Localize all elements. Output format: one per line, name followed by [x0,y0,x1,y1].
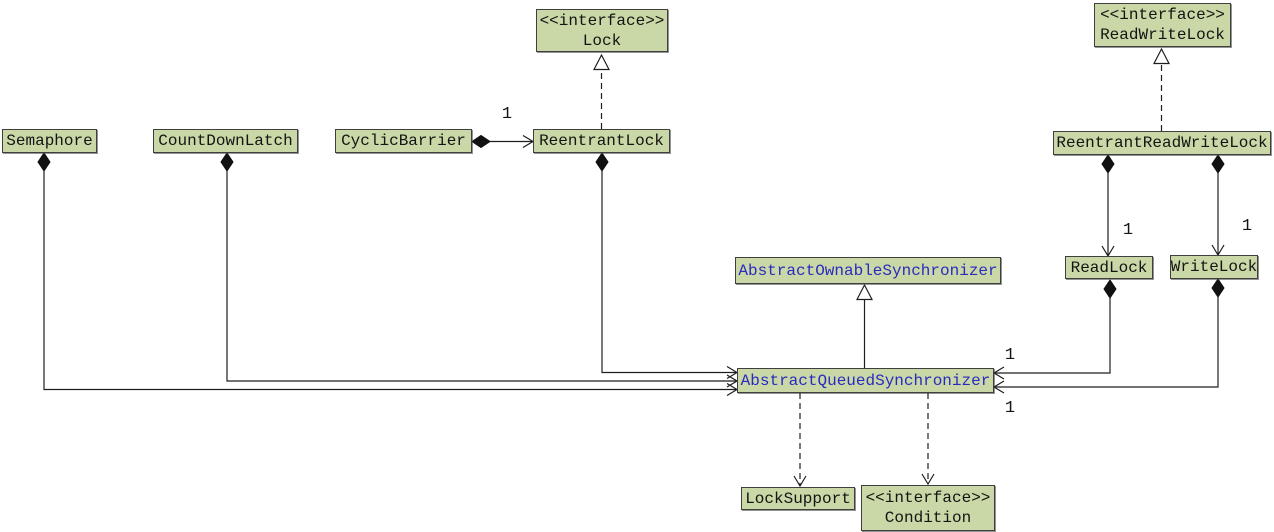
edge-semaphore-composes-aqs [37,152,739,397]
class-box-countdownlatch: CountDownLatch [153,129,298,153]
class-box-lock: <<interface>> Lock [536,9,668,52]
class-name: ReentrantLock [539,132,664,150]
class-name: LockSupport [745,489,851,508]
multiplicity-label-rrwl-readlock: 1 [1122,221,1134,240]
class-name: ReentrantReadWriteLock [1056,134,1268,152]
multiplicity-label-readlock-aqs: 1 [1004,346,1016,365]
class-box-abstractownablesynchronizer: AbstractOwnableSynchronizer [735,257,1001,284]
class-name: Lock [582,31,622,50]
class-box-readwritelock: <<interface>> ReadWriteLock [1094,3,1231,47]
stereotype-label: <<interface>> [1100,6,1225,24]
class-name: CyclicBarrier [341,132,466,150]
class-box-cyclicbarrier: CyclicBarrier [335,129,472,153]
class-name: ReadLock [1070,258,1148,277]
class-name: AbstractQueuedSynchronizer [740,371,991,390]
stereotype-label: <<interface>> [865,489,991,507]
edge-rrwl-composes-readlock [1101,154,1115,258]
edge-reentrantlock-composes-aqs [595,152,739,380]
edge-rrwl-realizes-readwritelock [1153,47,1170,131]
multiplicity-label-cyclicbarrier-reentrantlock: 1 [501,105,513,124]
class-box-abstractqueuedsynchronizer: AbstractQueuedSynchronizer [737,368,994,393]
class-name: Condition [884,509,972,527]
class-name: ReadWriteLock [1100,26,1225,44]
multiplicity-label-writelock-aqs: 1 [1004,399,1016,418]
class-name: Semaphore [6,132,93,150]
class-box-semaphore: Semaphore [2,129,97,153]
edge-writelock-composes-aqs [992,278,1225,394]
class-name: WriteLock [1170,258,1258,276]
edge-countdownlatch-composes-aqs [220,152,739,388]
stereotype-label: <<interface>> [539,11,665,30]
edge-aqs-extends-aos [856,283,873,368]
class-box-reentrantlock: ReentrantLock [533,129,670,153]
multiplicity-label-rrwl-writelock: 1 [1241,217,1253,236]
class-box-readlock: ReadLock [1065,256,1153,279]
class-name: AbstractOwnableSynchronizer [738,261,998,280]
class-name: CountDownLatch [158,132,293,150]
edge-rrwl-composes-writelock [1211,154,1225,257]
class-box-condition: <<interface>> Condition [861,485,995,531]
class-box-locksupport: LockSupport [741,487,855,510]
edge-reentrantlock-realizes-lock [593,53,610,129]
class-box-reentrantreadwritelock: ReentrantReadWriteLock [1053,131,1271,155]
class-box-writelock: WriteLock [1170,255,1258,279]
edge-readlock-composes-aqs [992,279,1117,380]
edge-cyclicbarrier-composes-reentrantlock [471,134,535,149]
